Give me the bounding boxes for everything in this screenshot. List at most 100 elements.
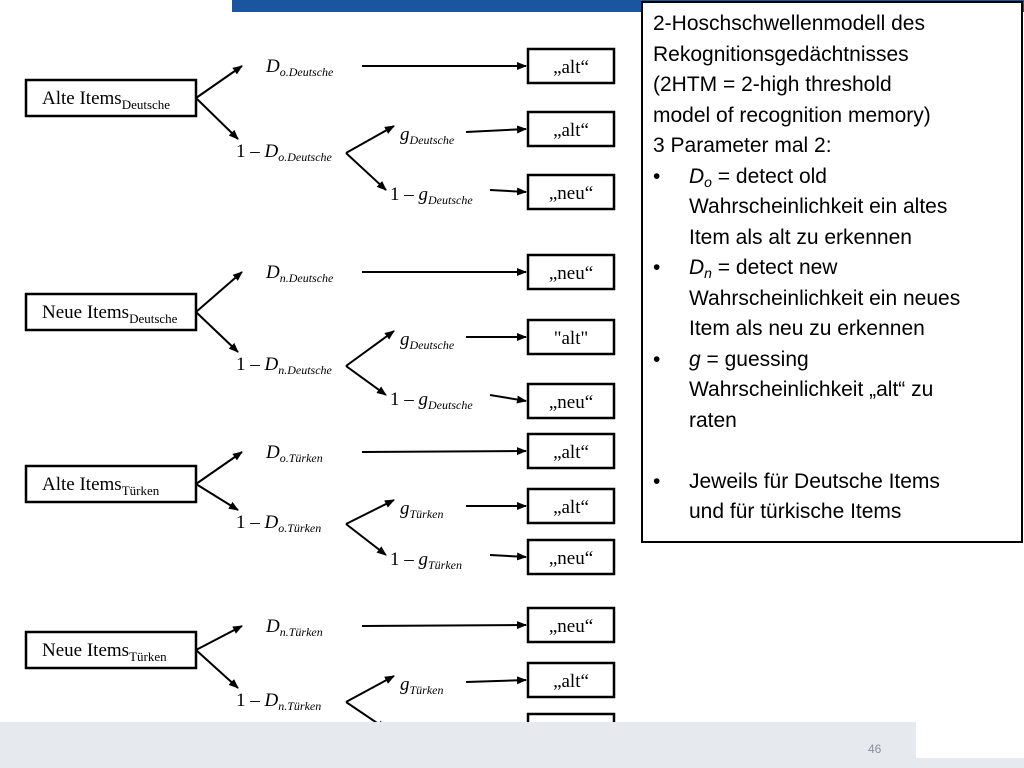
branch-to-not-detect	[195, 97, 239, 140]
title-line: Rekognitionsgedächtnisses	[653, 42, 909, 66]
guess-parameter: gTürken	[400, 498, 444, 521]
branch-to-detect	[195, 65, 243, 99]
detect-parameter: Do.Deutsche	[265, 56, 334, 79]
outcome-label: „neu“	[549, 392, 593, 413]
detect-parameter: Dn.Deutsche	[265, 262, 334, 285]
root-node-box	[24, 630, 198, 670]
outcome-box	[526, 432, 616, 470]
outcome-box	[526, 253, 616, 291]
not-detect-parameter: 1 – Dn.Deutsche	[236, 354, 333, 377]
arrow-to-outcome	[465, 676, 527, 685]
guess-parameter: gDeutsche	[400, 124, 455, 147]
outcome-box	[526, 173, 616, 211]
outcome-box	[526, 382, 616, 420]
outcome-label: "alt"	[554, 328, 589, 349]
branch-to-detect	[195, 271, 243, 313]
branch-to-guess	[345, 330, 395, 367]
outcome-label: „neu“	[549, 263, 593, 284]
model-description-box: 2-Hoschschwellenmodell des Rekognitionsg…	[641, 1, 1023, 543]
outcome-label: „neu“	[549, 548, 593, 569]
branch-to-guess	[345, 499, 395, 525]
outcome-box	[526, 606, 616, 644]
footer-bar	[0, 722, 916, 758]
root-node-label: Alte ItemsTürken	[42, 474, 160, 498]
top-bar-gap	[0, 0, 232, 12]
parameter-symbol: Do	[689, 164, 712, 190]
not-detect-parameter: 1 – Do.Türken	[236, 512, 321, 535]
branch-to-guess	[345, 125, 395, 154]
parameter-desc: Wahrscheinlichkeit ein altes	[689, 195, 948, 218]
title-line: model of recognition memory)	[653, 103, 931, 127]
outcome-box	[526, 487, 616, 525]
root-node-box	[24, 292, 198, 332]
outcome-label: „alt“	[553, 671, 589, 692]
parameter-desc: Wahrscheinlichkeit ein neues	[689, 286, 961, 310]
outcome-label: „alt“	[553, 120, 589, 141]
outcome-box	[526, 712, 616, 722]
parameter-head: = detect new	[711, 256, 838, 279]
parameter-desc: raten	[689, 408, 737, 432]
outcome-box	[526, 661, 616, 699]
parameter-head: = guessing	[700, 347, 809, 371]
guess-parameter: gDeutsche	[400, 329, 455, 352]
title-line: 2-Hoschschwellenmodell des	[653, 12, 925, 35]
branch-to-guess	[345, 675, 395, 703]
outcome-box	[526, 47, 616, 85]
outcome-label: „alt“	[553, 442, 589, 463]
arrow-to-outcome	[361, 447, 527, 456]
parameter-desc: Item als neu zu erkennen	[689, 317, 925, 340]
parameter-item-guessing: g = guessing Wahrscheinlichkeit „alt“ zu…	[653, 345, 1015, 437]
page-number: 46	[868, 742, 882, 756]
parameter-list: Do = detect old Wahrscheinlichkeit ein a…	[653, 162, 1015, 528]
branch-to-not-detect	[195, 649, 239, 689]
parameter-desc: Wahrscheinlichkeit „alt“ zu	[689, 378, 934, 401]
not-detect-parameter: 1 – Do.Deutsche	[236, 141, 333, 164]
not-guess-parameter: 1 – gDeutsche	[390, 184, 473, 207]
arrow-to-outcome	[361, 621, 527, 630]
detect-parameter: Dn.Türken	[265, 616, 323, 639]
threshold-model-tree: Alte ItemsDeutsche Do.Deutsche 1 – Do.Deut…	[24, 47, 616, 722]
parameter-item-detect-old: Do = detect old Wahrscheinlichkeit ein a…	[653, 162, 1015, 254]
branch-to-detect	[195, 625, 243, 651]
not-guess-parameter: 1 – gTürken	[390, 549, 462, 572]
root-node-box	[24, 78, 198, 118]
groups-desc: Jeweils für Deutsche Items	[689, 469, 940, 493]
guess-parameter: gTürken	[400, 674, 444, 697]
root-node-box	[24, 464, 198, 504]
branch-to-not-guess	[345, 523, 387, 556]
arrow-to-outcome	[489, 552, 527, 561]
branch-to-not-detect	[195, 311, 239, 353]
model-title: 2-Hoschschwellenmodell des Rekognitionsg…	[653, 9, 1015, 162]
parameter-item-groups: Jeweils für Deutsche Items und für türki…	[653, 467, 1015, 528]
footer-strip	[0, 758, 1024, 768]
arrow-to-outcome	[489, 394, 527, 404]
root-node-label: Alte ItemsDeutsche	[42, 88, 170, 112]
parameter-head: = detect old	[711, 164, 827, 188]
parameter-symbol: g	[689, 347, 701, 371]
branch-to-not-guess	[345, 365, 387, 396]
outcome-label: „neu“	[549, 616, 593, 637]
title-line: (2HTM = 2-high threshold	[653, 73, 892, 96]
outcome-label: „alt“	[553, 57, 589, 78]
outcome-box	[526, 318, 616, 356]
groups-desc: und für türkische Items	[689, 500, 902, 523]
outcome-box	[526, 538, 616, 576]
not-detect-parameter: 1 – Dn.Türken	[236, 690, 321, 713]
outcome-label: „neu“	[549, 183, 593, 204]
arrow-to-outcome	[489, 187, 527, 196]
parameter-item-detect-new: Dn = detect new Wahrscheinlichkeit ein n…	[653, 253, 1015, 345]
branch-to-not-guess	[345, 701, 387, 722]
root-node-label: Neue ItemsTürken	[42, 640, 167, 664]
branch-to-not-guess	[345, 152, 387, 191]
parameter-desc: Item als alt zu erkennen	[689, 225, 912, 249]
arrow-to-outcome	[465, 125, 527, 134]
root-node-label: Neue ItemsDeutsche	[42, 302, 178, 326]
not-guess-parameter: 1 – gDeutsche	[390, 389, 473, 412]
parameter-symbol: Dn	[689, 256, 712, 281]
branch-to-detect	[195, 451, 243, 485]
branch-to-not-detect	[195, 483, 239, 511]
outcome-box	[526, 110, 616, 148]
outcome-label: „alt“	[553, 497, 589, 518]
detect-parameter: Do.Türken	[265, 442, 323, 465]
title-line: 3 Parameter mal 2:	[653, 134, 832, 157]
